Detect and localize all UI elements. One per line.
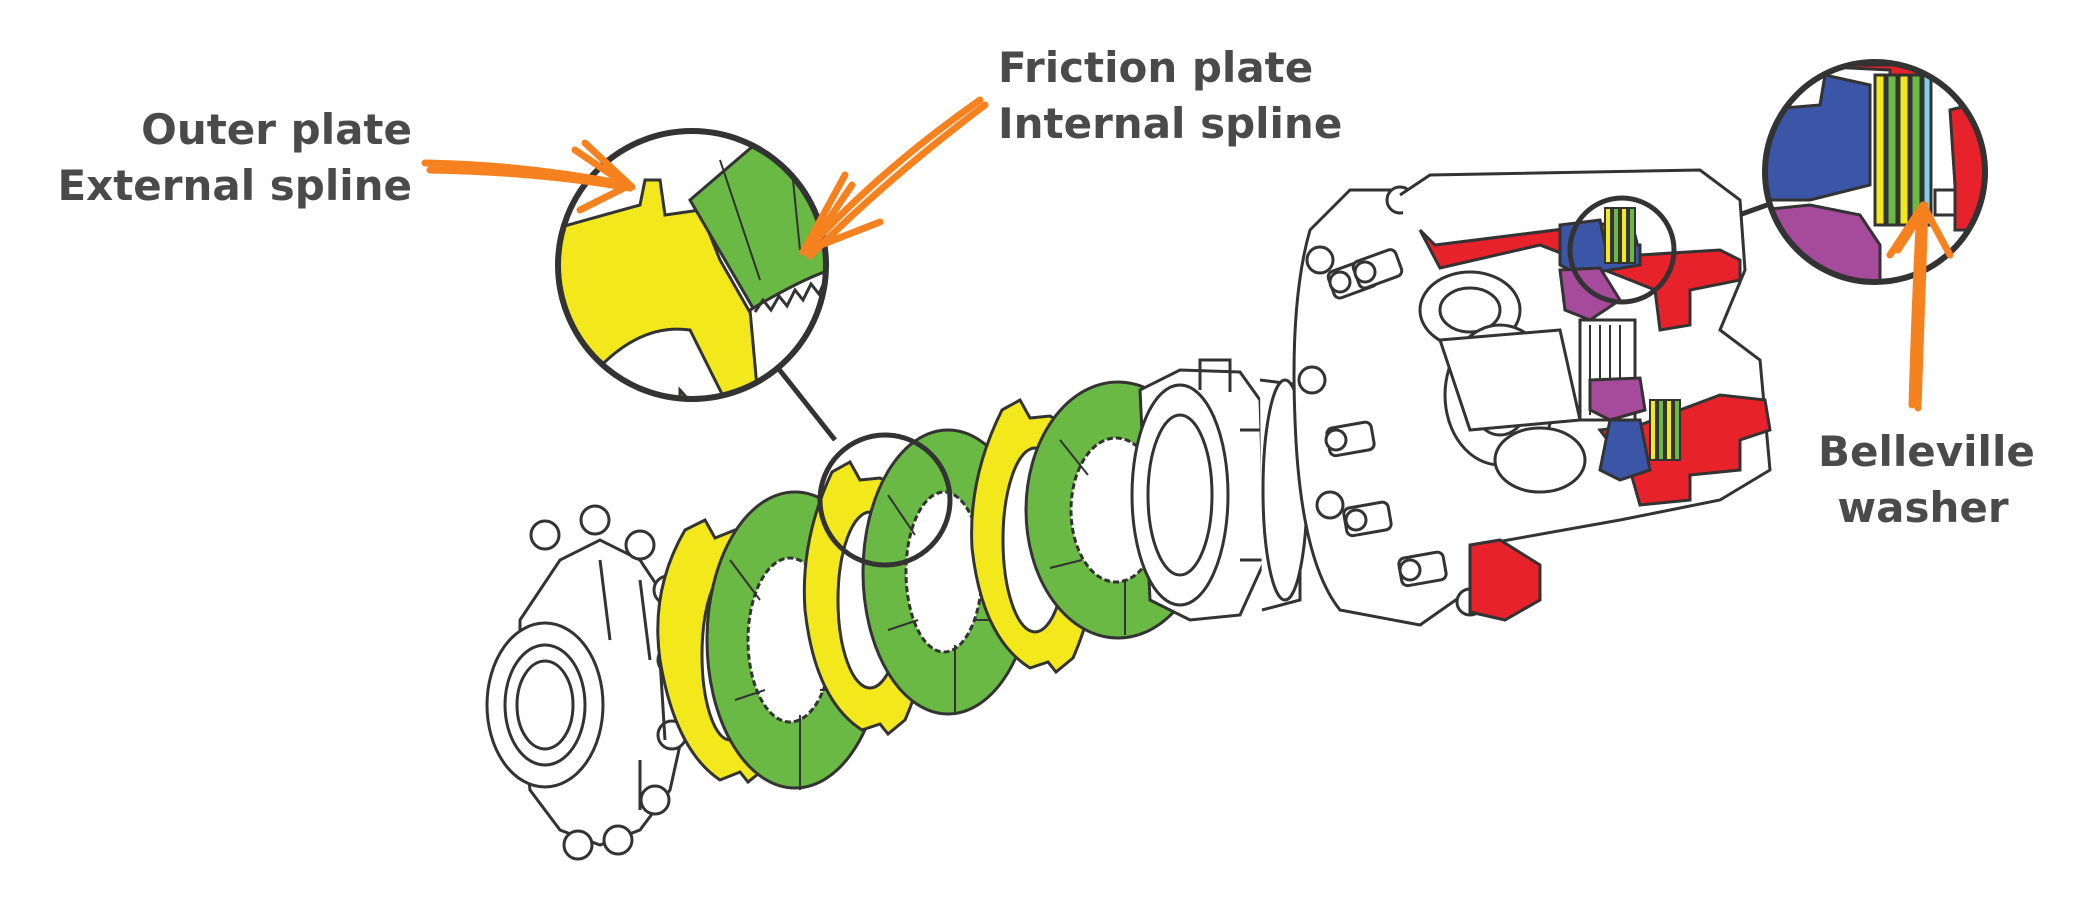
label-friction-plate-line1: Friction plate xyxy=(998,43,1314,92)
label-belleville-line2: washer xyxy=(1837,483,2009,532)
spider-gears xyxy=(1418,270,1637,494)
housing-callout-circle xyxy=(1567,195,1677,305)
arrow-friction-plate xyxy=(799,96,989,260)
label-belleville-washer: Belleville washer xyxy=(1818,424,2035,536)
label-outer-plate-line1: Outer plate xyxy=(141,105,412,154)
label-belleville-line1: Belleville xyxy=(1818,427,2035,476)
arrow-belleville xyxy=(1886,201,1954,412)
diff-housing xyxy=(1292,168,1772,627)
arrow-outer-plate xyxy=(421,139,636,214)
housing-clutch-stack xyxy=(1604,207,1681,461)
clutch-pack xyxy=(656,380,1212,790)
pressure-ring xyxy=(1130,358,1309,622)
housing-bolts xyxy=(1324,248,1448,588)
label-outer-plate: Outer plate External spline xyxy=(57,102,412,214)
label-friction-plate: Friction plate Internal spline xyxy=(998,40,1342,152)
label-friction-plate-line2: Internal spline xyxy=(998,99,1343,148)
label-outer-plate-line2: External spline xyxy=(57,161,412,210)
callout-circle xyxy=(817,432,953,568)
zoom-bubble-belleville xyxy=(1762,59,1988,285)
